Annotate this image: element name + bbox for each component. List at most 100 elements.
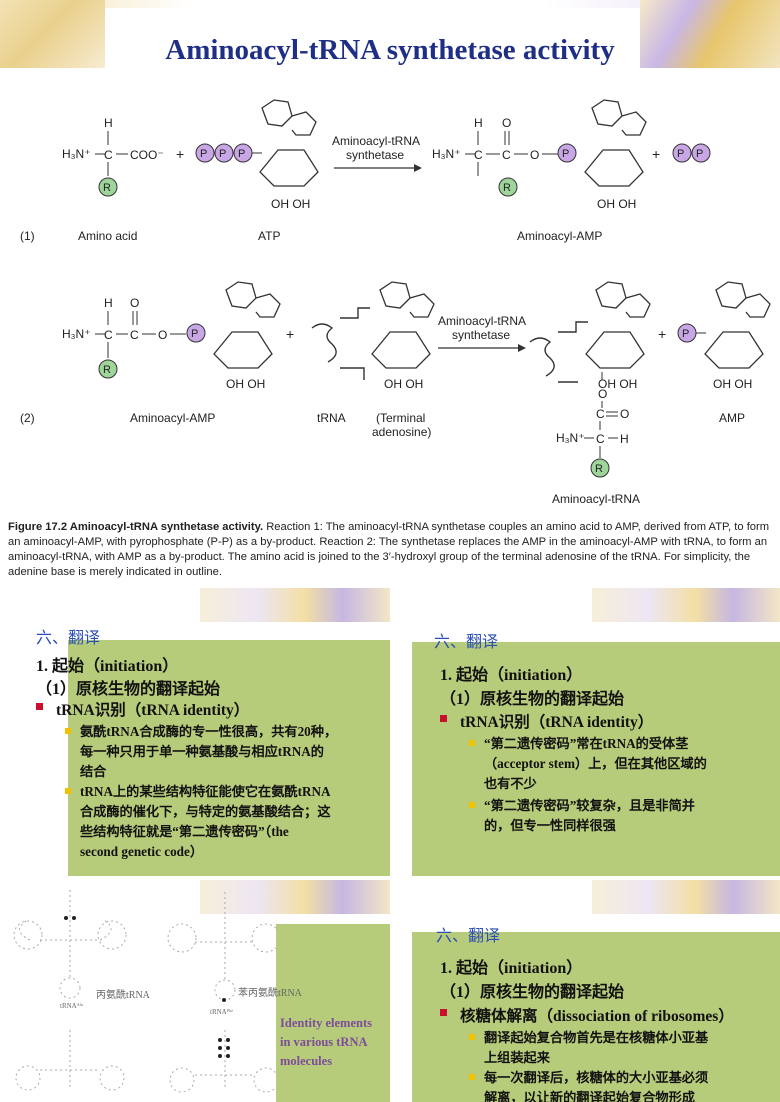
- decorative-corner-right: [640, 0, 780, 68]
- svg-text:O: O: [530, 148, 539, 162]
- aminoacyl-amp-label: Aminoacyl-AMP: [517, 229, 602, 243]
- svg-text:O: O: [598, 387, 607, 401]
- atp-label: ATP: [258, 229, 280, 243]
- svg-text:P: P: [696, 148, 703, 160]
- trna-label: tRNA: [317, 411, 346, 425]
- svg-text:R: R: [595, 463, 603, 475]
- svg-text:OH OH: OH OH: [226, 377, 265, 391]
- svg-text:H₃N⁺: H₃N⁺: [556, 431, 585, 445]
- svg-text:O: O: [502, 116, 511, 130]
- bullet-trna-identity: tRNA识别（tRNA identity）: [440, 710, 653, 732]
- yellow-bullet-icon: [469, 802, 475, 808]
- svg-text:P: P: [677, 148, 684, 160]
- phe-trna-label: 苯丙氨酰tRNA: [238, 988, 302, 999]
- yellow-bullet-icon: [469, 740, 475, 746]
- r-group-product-2: [590, 458, 610, 478]
- svg-text:C: C: [596, 432, 605, 446]
- yellow-bullet-icon: [65, 788, 71, 794]
- svg-text:H: H: [474, 116, 483, 130]
- svg-text:OH OH: OH OH: [384, 377, 423, 391]
- svg-text:P: P: [219, 148, 226, 160]
- slide-trna-identity-b: 六、翻译 1. 起始（initiation） （1）原核生物的翻译起始 tRNA…: [402, 588, 780, 876]
- list-item: 翻译起始复合物首先是在核糖体小亚基 上组装起来: [469, 1028, 774, 1068]
- content-background: [412, 642, 780, 876]
- svg-text:+: +: [658, 326, 666, 342]
- ala-trna-label: 丙氨酰tRNA: [96, 990, 150, 1001]
- r-group-product-1: [498, 177, 518, 197]
- r-group-1: [98, 177, 118, 197]
- aminoacyl-trna-label: Aminoacyl-tRNA: [552, 492, 640, 506]
- svg-text:R: R: [503, 182, 511, 194]
- svg-text:P: P: [191, 328, 198, 340]
- enzyme-label-2a: Aminoacyl-tRNA: [438, 314, 526, 328]
- hydroxyls-atp: OH OH: [271, 197, 310, 211]
- decorative-banner: [592, 880, 780, 914]
- reaction-1: H₃N⁺ C H COO⁻ R + P P P OH OH: [20, 99, 711, 243]
- enzyme-label-1a: Aminoacyl-tRNA: [332, 134, 420, 148]
- r-group-2: [98, 359, 118, 379]
- decorative-corner-left: [0, 0, 105, 68]
- decorative-banner: [200, 880, 390, 914]
- reaction-diagram: H₃N⁺ C H COO⁻ R + P P P OH OH: [20, 99, 771, 506]
- svg-text:O: O: [130, 296, 139, 310]
- caption-heading: Figure 17.2 Aminoacyl-tRNA synthetase ac…: [8, 521, 264, 533]
- svg-text:R: R: [103, 182, 111, 194]
- bullet-ribosome-dissociation: 核糖体解离（dissociation of ribosomes）: [440, 1004, 734, 1026]
- content-background: [68, 640, 390, 876]
- yellow-bullet-icon: [469, 1074, 475, 1080]
- subheading-prokaryote: （1）原核生物的翻译起始: [36, 681, 221, 698]
- amino-group-product: H₃N⁺: [432, 147, 461, 161]
- reaction-2: H₃N⁺ C H C O O P R OH OH Aminoacyl-AMP +: [20, 281, 771, 506]
- amino-acid-label: Amino acid: [78, 229, 137, 243]
- svg-text:OH OH: OH OH: [597, 197, 636, 211]
- yellow-bullet-icon: [469, 1034, 475, 1040]
- svg-text:OH OH: OH OH: [598, 377, 637, 391]
- yellow-bullet-icon: [65, 728, 71, 734]
- content-background: [412, 932, 780, 1102]
- content-background: [276, 924, 390, 1102]
- list-item: tRNA上的某些结构特征能使它在氨酰tRNA 合成酶的催化下，与特定的氨基酸结合…: [65, 782, 380, 862]
- plus-1: +: [176, 146, 184, 162]
- bullet-trna-identity: tRNA识别（tRNA identity）: [36, 698, 249, 720]
- svg-text:C: C: [104, 328, 113, 342]
- svg-text:P: P: [238, 148, 245, 160]
- red-bullet-icon: [36, 703, 43, 710]
- reaction-number-1: (1): [20, 229, 35, 243]
- figure-caption: Figure 17.2 Aminoacyl-tRNA synthetase ac…: [8, 520, 772, 580]
- svg-text:C: C: [130, 328, 139, 342]
- svg-text:C: C: [596, 407, 605, 421]
- heading-initiation: 1. 起始（initiation）: [36, 658, 179, 675]
- amp-label: AMP: [719, 411, 745, 425]
- aminoacyl-amp-reactant-label: Aminoacyl-AMP: [130, 411, 215, 425]
- list-item: “第二遗传密码”常在tRNA的受体茎 （acceptor stem）上，但在其他…: [469, 734, 774, 794]
- reaction-number-2: (2): [20, 411, 35, 425]
- decorative-strip: [0, 0, 780, 8]
- phe-trna-tag: tRNAᴾʰᵉ: [210, 1008, 234, 1016]
- slide-trna-identity-a: 六、翻译 1. 起始（initiation） （1）原核生物的翻译起始 tRNA…: [0, 588, 390, 876]
- enzyme-label-1b: synthetase: [346, 148, 404, 162]
- identity-elements-caption: Identity elements in various tRNA molecu…: [280, 1016, 372, 1068]
- slide-ribosome-dissociation: 六、翻译 1. 起始（initiation） （1）原核生物的翻译起始 核糖体解…: [402, 880, 780, 1102]
- atp-phosphates: P P P: [195, 143, 262, 163]
- ala-trna-tag: tRNAᴬˡᵃ: [60, 1002, 83, 1010]
- heading-initiation: 1. 起始（initiation）: [440, 667, 583, 684]
- section-title: 六、翻译: [436, 926, 501, 945]
- svg-text:P: P: [200, 148, 207, 160]
- alpha-carbon: C: [104, 148, 113, 162]
- figure-slide: Aminoacyl-tRNA synthetase activity H₃N⁺ …: [0, 0, 780, 580]
- list-item: “第二遗传密码”较复杂，且是非简并 的，但专一性同样很强: [469, 796, 774, 836]
- caption-text: Reaction 1: The aminoacyl-tRNA synthetas…: [8, 521, 770, 578]
- trna-cloverleaf-diagrams: [13, 890, 276, 1093]
- decorative-banner: [200, 588, 390, 622]
- decorative-banner: [592, 588, 780, 622]
- red-bullet-icon: [440, 715, 447, 722]
- heading-initiation: 1. 起始（initiation）: [440, 960, 583, 977]
- subheading-prokaryote: （1）原核生物的翻译起始: [440, 984, 625, 1001]
- trna-sketch: [311, 307, 370, 380]
- carboxylate: COO⁻: [130, 148, 164, 162]
- svg-text:C: C: [502, 148, 511, 162]
- terminal-adenosine-label-1: (Terminal: [376, 411, 425, 425]
- list-item: 氨酰tRNA合成酶的专一性很高，共有20种， 每一种只用于单一种氨基酸与相应tR…: [65, 722, 380, 782]
- svg-text:H: H: [104, 296, 113, 310]
- svg-text:H: H: [620, 432, 629, 446]
